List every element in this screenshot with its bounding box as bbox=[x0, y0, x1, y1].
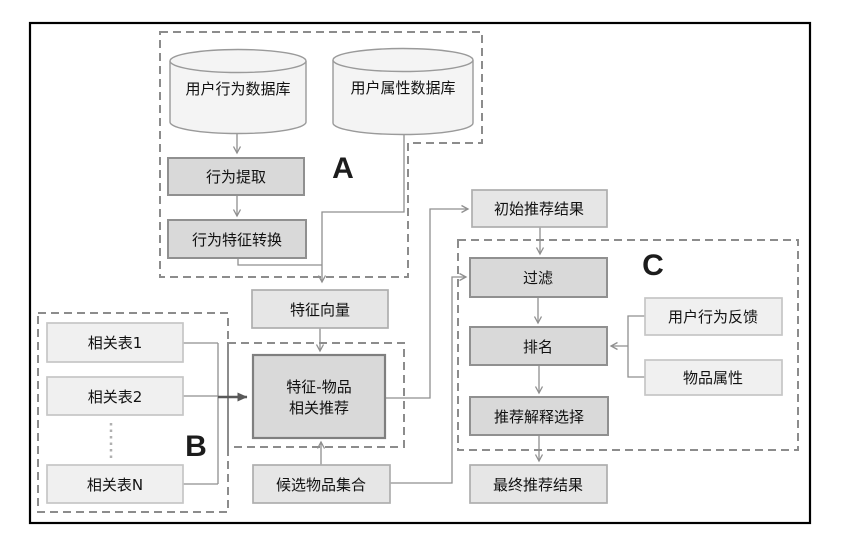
node-filter: 过滤 bbox=[469, 257, 608, 298]
database-cylinder-icon bbox=[332, 60, 474, 136]
node-label: 用户行为数据库 bbox=[185, 80, 290, 98]
node-label-line2: 相关推荐 bbox=[289, 399, 349, 417]
edge-candidate-to-filter bbox=[390, 272, 468, 484]
node-user-behavior-database: 用户行为数据库 bbox=[169, 48, 307, 135]
database-cylinder-icon bbox=[169, 61, 307, 135]
node-label: 初始推荐结果 bbox=[494, 200, 584, 218]
node-related-table-2: 相关表2 bbox=[46, 376, 184, 416]
node-label: 用户行为反馈 bbox=[668, 308, 758, 326]
node-candidate-items: 候选物品集合 bbox=[252, 464, 391, 504]
edge-transform-to-merge bbox=[237, 258, 322, 266]
database-cylinder-top-icon bbox=[169, 48, 307, 74]
group-c-dashed-region bbox=[457, 239, 799, 451]
node-label: 相关表N bbox=[87, 476, 143, 494]
group-a-dashed-region bbox=[159, 31, 483, 278]
node-related-table-1: 相关表1 bbox=[46, 322, 184, 363]
node-label: 相关表1 bbox=[88, 334, 143, 352]
node-feature-vector: 特征向量 bbox=[251, 289, 389, 329]
node-explanation-select: 推荐解释选择 bbox=[469, 396, 609, 436]
node-label: 候选物品集合 bbox=[276, 476, 366, 494]
node-label-line1: 特征-物品 bbox=[286, 378, 351, 396]
group-b-dashed-region bbox=[37, 312, 229, 513]
node-user-attribute-database: 用户属性数据库 bbox=[332, 47, 474, 136]
node-label: 特征向量 bbox=[290, 301, 350, 319]
node-item-attributes: 物品属性 bbox=[644, 359, 783, 396]
node-ranking: 排名 bbox=[469, 326, 608, 366]
node-initial-result: 初始推荐结果 bbox=[471, 189, 608, 228]
database-cylinder-top-icon bbox=[332, 47, 474, 73]
node-label: 过滤 bbox=[523, 269, 553, 287]
node-label: 排名 bbox=[523, 338, 553, 356]
node-label: 物品属性 bbox=[683, 369, 743, 387]
node-label: 推荐解释选择 bbox=[494, 408, 584, 426]
node-label: 最终推荐结果 bbox=[493, 476, 583, 494]
node-behavior-feature-transform: 行为特征转换 bbox=[167, 219, 307, 259]
node-label: 行为特征转换 bbox=[192, 231, 282, 249]
node-label: 行为提取 bbox=[206, 168, 266, 186]
node-user-feedback: 用户行为反馈 bbox=[644, 297, 783, 336]
edge-attributedb-to-featurevector bbox=[317, 135, 405, 284]
node-label: 用户属性数据库 bbox=[350, 79, 455, 97]
section-label-c: C bbox=[642, 249, 664, 282]
feature-item-dashed-region bbox=[227, 342, 405, 448]
node-behavior-extract: 行为提取 bbox=[167, 157, 305, 196]
node-label: 相关表2 bbox=[88, 388, 143, 406]
node-feature-item-recommend: 特征-物品 相关推荐 bbox=[251, 353, 387, 440]
node-final-result: 最终推荐结果 bbox=[469, 464, 608, 504]
edge-relatedtables-bus bbox=[183, 342, 219, 485]
node-related-table-n: 相关表N bbox=[46, 464, 184, 504]
section-label-b: B bbox=[185, 430, 207, 463]
section-label-a: A bbox=[332, 152, 354, 185]
edge-featureitem-to-initialresult bbox=[385, 204, 470, 399]
